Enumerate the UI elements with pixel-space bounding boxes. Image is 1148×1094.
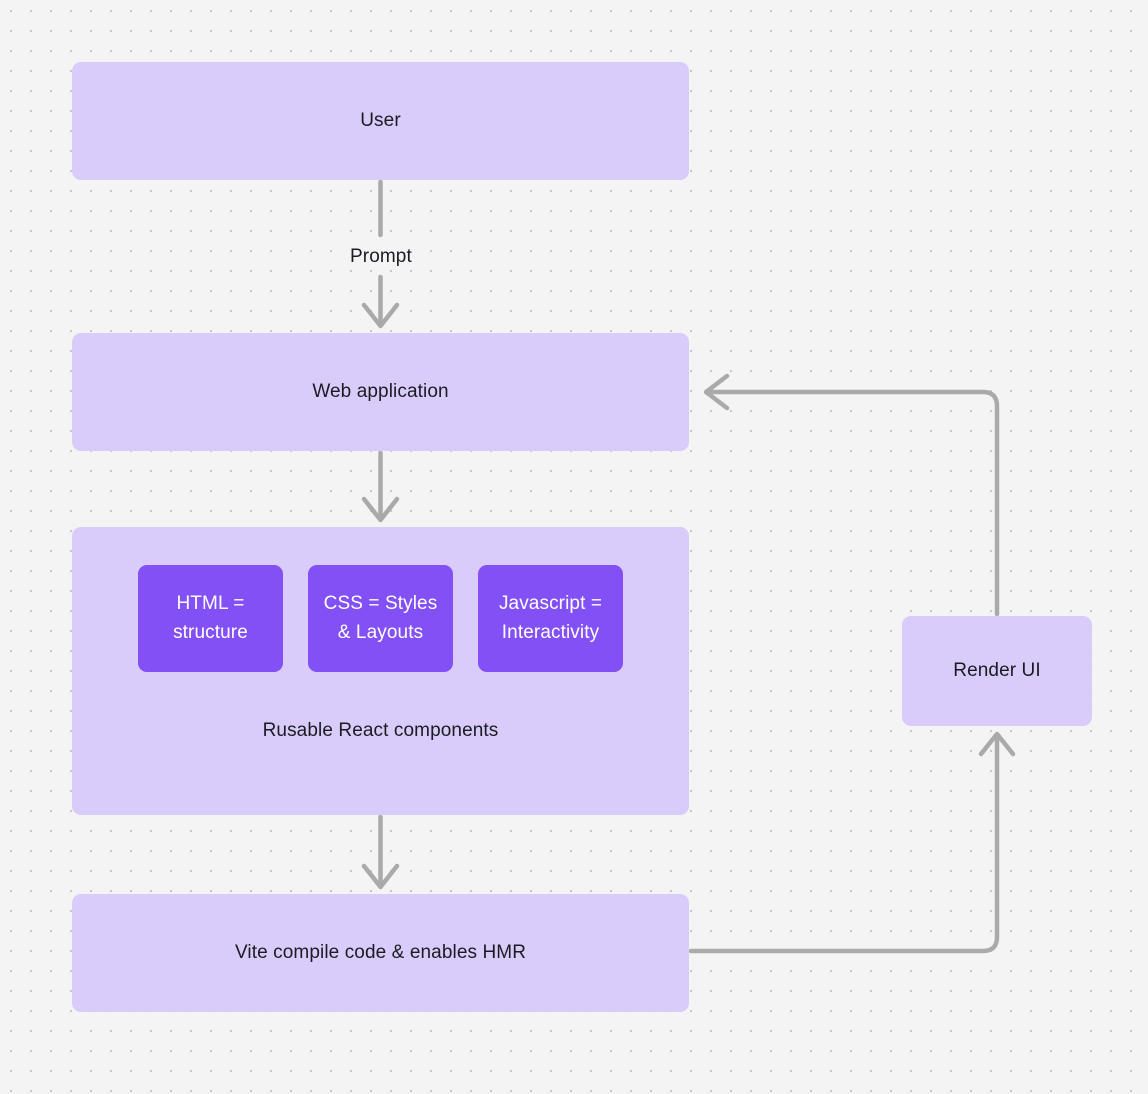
node-react-components-label: Rusable React components (262, 720, 499, 741)
node-web-application-label: Web application (312, 381, 449, 403)
node-user-label: User (360, 110, 401, 132)
chip-css[interactable]: CSS = Styles & Layouts (308, 565, 453, 672)
edge-react-to-vite (361, 814, 400, 890)
chip-html[interactable]: HTML = structure (138, 565, 283, 672)
node-react-components[interactable]: HTML = structure CSS = Styles & Layouts … (72, 527, 689, 815)
node-user[interactable]: User (72, 62, 689, 180)
node-vite[interactable]: Vite compile code & enables HMR (72, 894, 689, 1012)
node-render-ui[interactable]: Render UI (902, 616, 1092, 726)
node-vite-label: Vite compile code & enables HMR (234, 942, 527, 964)
node-render-ui-label: Render UI (953, 660, 1041, 682)
node-web-application[interactable]: Web application (72, 333, 689, 451)
edge-vite-to-render (688, 731, 1016, 954)
edge-label-prompt: Prompt (344, 245, 418, 269)
chip-html-label: HTML = structure (173, 593, 248, 643)
react-chip-row: HTML = structure CSS = Styles & Layouts … (72, 565, 689, 672)
edge-render-to-webapp (703, 373, 1000, 617)
chip-css-label: CSS = Styles & Layouts (323, 593, 438, 643)
edge-webapp-to-react (361, 450, 400, 523)
chip-javascript-label: Javascript = Interactivity (498, 593, 603, 643)
chip-javascript[interactable]: Javascript = Interactivity (478, 565, 623, 672)
